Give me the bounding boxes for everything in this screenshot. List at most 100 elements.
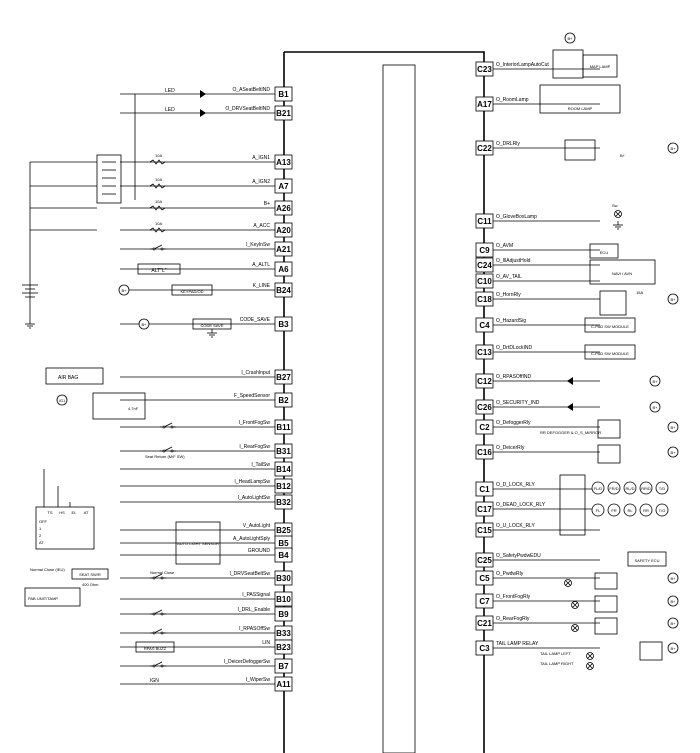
switch-contact [160, 664, 164, 668]
left-pin-label-B33: B33 [276, 629, 291, 638]
led-label-1: LED [165, 88, 175, 94]
lock-actuator-label-1: FR/D [609, 486, 618, 491]
left-pin-label-B21: B21 [276, 109, 291, 118]
right-signal-C17: O_DEAD_LOCK_RLY [496, 502, 546, 508]
right-pin-label-C24: C24 [477, 261, 492, 270]
bplus-label: B+ [670, 146, 676, 151]
right-signal-C21: O_RearFogRly [496, 616, 530, 622]
left-pin-label-B3: B3 [278, 320, 289, 329]
rpas-switch-icon [153, 628, 163, 634]
left-pin-label-A21: A21 [276, 245, 291, 254]
left-signal-B23: LIN [262, 640, 270, 646]
deicer-relay-box [597, 444, 621, 464]
seat-return-label: Seat Return (M/F SW) [145, 454, 185, 459]
ig1-terminal [56, 394, 68, 406]
switch-contact [160, 612, 164, 616]
speed-sensor-box [92, 392, 146, 420]
switch-contact [152, 612, 156, 616]
pwdw-bplus-terminal [667, 572, 679, 584]
right-pin-label-C26: C26 [477, 403, 492, 412]
right-signal-C18: O_HornRly [496, 292, 521, 298]
bplus-label: B+ [652, 405, 658, 410]
lock-actuator-label-7: RL [627, 508, 633, 513]
horn-fuse-label: 15A [636, 290, 643, 295]
lock-relay-box [559, 474, 586, 536]
left-pin-label-B1: B1 [278, 90, 289, 99]
tail-lamp-left-label: TAIL LAMP LEFT [540, 651, 571, 656]
bplus-label: B+ [121, 288, 127, 293]
rpas-bplus-terminal [649, 375, 661, 387]
led-label-2: LED [165, 107, 175, 113]
left-signal-A26: B+ [264, 201, 270, 207]
light-switch-table [35, 506, 95, 550]
right-signal-C16: O_DeicerRly [496, 445, 525, 451]
bplus-label: B+ [670, 297, 676, 302]
left-pin-label-B27: B27 [276, 373, 291, 382]
fuse-label-3: 10A [155, 199, 162, 204]
hazard-module-label: C-PAD SW MODULE [591, 324, 629, 329]
left-pin-label-B12: B12 [276, 482, 291, 491]
horn-relay-box [599, 290, 627, 316]
drl-bplus-terminal [667, 142, 679, 154]
ig1-label: IG1 [59, 398, 66, 403]
lock-actuator-icon-5 [591, 503, 605, 517]
code-save-label: CODE SAVE [200, 323, 223, 328]
switch-contact [160, 247, 164, 251]
switch-table-header-3: AT [84, 510, 89, 515]
module-inner-panel [382, 64, 416, 753]
bplus-label: B+ [670, 599, 676, 604]
switch-contact [152, 631, 156, 635]
left-signal-B10: I_PASSignal [242, 592, 270, 598]
speed-sensor-cap-label: 4.7nF [128, 406, 139, 411]
lamp-cross [572, 602, 578, 608]
right-pin-label-C13: C13 [477, 348, 492, 357]
right-pin-label-C15: C15 [477, 526, 492, 535]
left-signal-B1: O_ASeatBeltIND [232, 87, 270, 93]
normal-close-label: Normal Close [150, 570, 175, 575]
lock-actuator-icon-8 [639, 503, 653, 517]
left-signal-B24: K_LINE [253, 283, 271, 289]
normal-close-ieu-label: Normal Close (IEU) [30, 567, 65, 572]
drl-relay-box [564, 139, 596, 161]
left-pin-label-A13: A13 [276, 158, 291, 167]
deicer-bplus-terminal [667, 446, 679, 458]
right-pin-label-C25: C25 [477, 556, 492, 565]
lamp-cross [615, 211, 621, 217]
left-signal-B7: I_DeicerDefoggerSw [224, 659, 271, 665]
left-signal-B31: I_RearFogSw [239, 444, 270, 450]
lock-module-label: C-PAD SW MODULE [591, 351, 629, 356]
right-signal-C1: O_D_LOCK_RLY [496, 482, 535, 488]
left-signal-B11: I_FrontFogSw [239, 420, 271, 426]
left-signal-A13: A_IGN1 [252, 155, 270, 161]
switch-contact [170, 449, 174, 453]
bplus-label: B+ [670, 576, 676, 581]
lock-actuator-label-6: FR [611, 508, 616, 513]
bplus-label: B+ [670, 450, 676, 455]
map-lamp-box [582, 54, 618, 78]
bplus-label: B+ [652, 379, 658, 384]
left-pin-label-A26: A26 [276, 204, 291, 213]
left-pin-label-B25: B25 [276, 526, 291, 535]
right-pin-label-C18: C18 [477, 295, 492, 304]
left-pin-label-B10: B10 [276, 595, 291, 604]
seatbelt-sensor-box [71, 568, 109, 580]
seatbelt-switch-icon [153, 573, 163, 579]
front-fog-relay-box [594, 595, 618, 613]
left-pin-label-B30: B30 [276, 574, 291, 583]
right-pin-label-C5: C5 [479, 574, 490, 583]
rpas-buzzer-label: RPAS BUZZ [144, 646, 167, 651]
lock-actuator-icon-9 [655, 503, 669, 517]
safety-ecu-box [627, 551, 667, 567]
left-signal-A21: I_KeyInSw [246, 242, 270, 248]
left-signal-B4: GROUND [248, 548, 271, 554]
left-signal-B25: V_AutoLight [243, 523, 271, 529]
right-pin-label-C2: C2 [479, 423, 490, 432]
ohm-label: 400 Ohm [82, 582, 99, 587]
keypad-label: KEYPAD/OD [180, 289, 203, 294]
switch-table-header-1: HS [59, 510, 65, 515]
right-signal-C7: O_FrontFogRly [496, 594, 531, 600]
ign-label: IGN [150, 678, 159, 684]
drl-switch-icon [153, 609, 163, 615]
security-led-icon [567, 403, 573, 411]
